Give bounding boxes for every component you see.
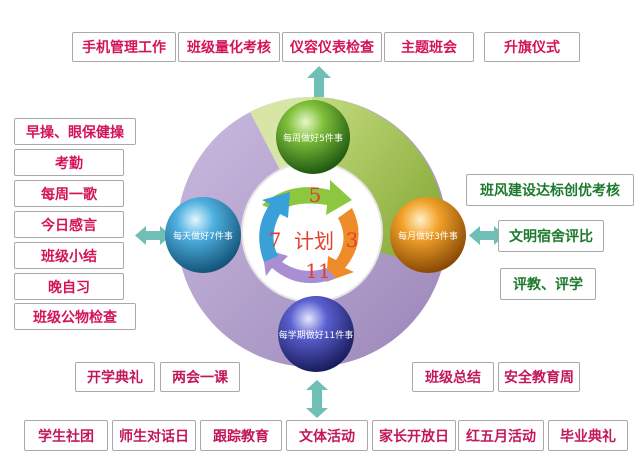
bottom2-item-2: 师生对话日 — [112, 420, 196, 451]
center-plan-text: 计划 — [294, 229, 334, 253]
left-item-6: 晚自习 — [14, 273, 124, 300]
bottom1-item-1: 开学典礼 — [75, 362, 155, 392]
center-number-5: 5 — [309, 183, 322, 207]
weekly-sphere — [276, 100, 350, 174]
bottom2-item-1: 学生社团 — [24, 420, 108, 451]
weekly-sphere-label: 每周做好5件事 — [283, 132, 343, 144]
left-item-7: 班级公物检查 — [14, 303, 136, 330]
semester-sphere-label: 每学期做好11件事 — [279, 329, 353, 341]
monthly-sphere — [390, 197, 466, 273]
right-item-1: 班风建设达标创优考核 — [466, 174, 634, 206]
bottom2-item-3: 跟踪教育 — [200, 420, 282, 451]
monthly-sphere-label: 每月做好3件事 — [398, 230, 458, 242]
bottom1-item-3: 班级总结 — [412, 362, 494, 392]
right-item-3: 评教、评学 — [500, 268, 596, 300]
bottom2-item-5: 家长开放日 — [372, 420, 456, 451]
top-item-1: 手机管理工作 — [72, 32, 176, 62]
daily-sphere-label: 每天做好7件事 — [173, 230, 233, 242]
bottom2-item-7: 毕业典礼 — [548, 420, 628, 451]
top-item-4: 主题班会 — [384, 32, 474, 62]
top-item-5: 升旗仪式 — [484, 32, 580, 62]
right-item-2: 文明宿舍评比 — [498, 220, 604, 252]
center-number-7: 7 — [269, 228, 282, 252]
center-number-3: 3 — [346, 228, 359, 252]
semester-sphere — [278, 296, 354, 372]
daily-sphere — [165, 197, 241, 273]
left-item-1: 早操、眼保健操 — [14, 118, 136, 145]
left-item-3: 每周一歌 — [14, 180, 124, 207]
bottom1-item-2: 两会一课 — [160, 362, 240, 392]
bottom2-item-6: 红五月活动 — [458, 420, 544, 451]
left-item-2: 考勤 — [14, 149, 124, 176]
center-cycle — [259, 180, 359, 284]
left-item-5: 班级小结 — [14, 242, 124, 269]
top-item-3: 仪容仪表检查 — [282, 32, 382, 62]
left-item-4: 今日感言 — [14, 211, 124, 238]
center-number-11: 11 — [305, 259, 330, 283]
bottom2-item-4: 文体活动 — [286, 420, 368, 451]
top-item-2: 班级量化考核 — [178, 32, 280, 62]
bottom1-item-4: 安全教育周 — [498, 362, 580, 392]
